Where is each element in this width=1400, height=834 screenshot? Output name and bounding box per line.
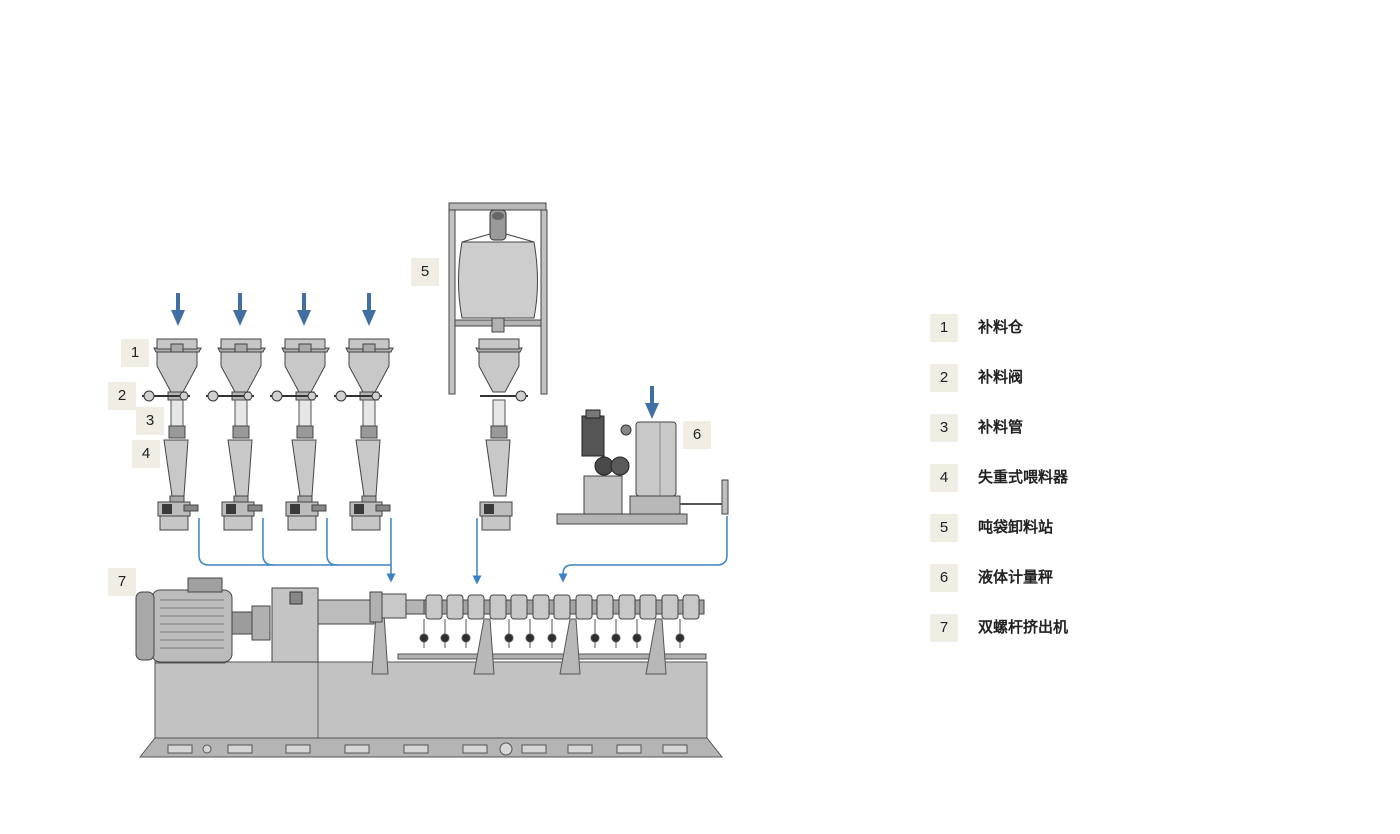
loss-in-weight-feeder-3 — [269, 338, 330, 531]
material-input-arrows — [171, 293, 659, 419]
loss-in-weight-feeder — [142, 338, 202, 531]
loss-in-weight-feeder-4 — [333, 338, 394, 531]
legend-number: 1 — [930, 314, 958, 342]
legend-label: 双螺杆挤出机 — [978, 619, 1069, 636]
loss-in-weight-feeder-2 — [205, 338, 266, 531]
callout-7: 7 — [108, 568, 136, 596]
callout-4: 4 — [132, 440, 160, 468]
callout-5: 5 — [411, 258, 439, 286]
legend-number: 6 — [930, 564, 958, 592]
legend-number: 7 — [930, 614, 958, 642]
flow-lines — [198, 516, 728, 585]
legend-number: 3 — [930, 414, 958, 442]
legend-label: 补料阀 — [978, 369, 1024, 386]
legend-label: 补料仓 — [978, 319, 1024, 336]
liquid-dosing-scale — [556, 409, 729, 525]
legend-label: 液体计量秤 — [978, 569, 1054, 586]
big-bag-discharge-station — [448, 202, 548, 531]
callout-2: 2 — [108, 382, 136, 410]
legend-label: 失重式喂料器 — [978, 469, 1069, 486]
process-diagram — [135, 202, 729, 758]
twin-screw-extruder — [135, 577, 724, 758]
legend-label: 吨袋卸料站 — [978, 519, 1054, 536]
legend-label: 补料管 — [978, 419, 1024, 436]
callout-1: 1 — [121, 339, 149, 367]
callout-6: 6 — [683, 421, 711, 449]
callout-3: 3 — [136, 407, 164, 435]
legend-number: 4 — [930, 464, 958, 492]
legend-number: 2 — [930, 364, 958, 392]
legend-number: 5 — [930, 514, 958, 542]
